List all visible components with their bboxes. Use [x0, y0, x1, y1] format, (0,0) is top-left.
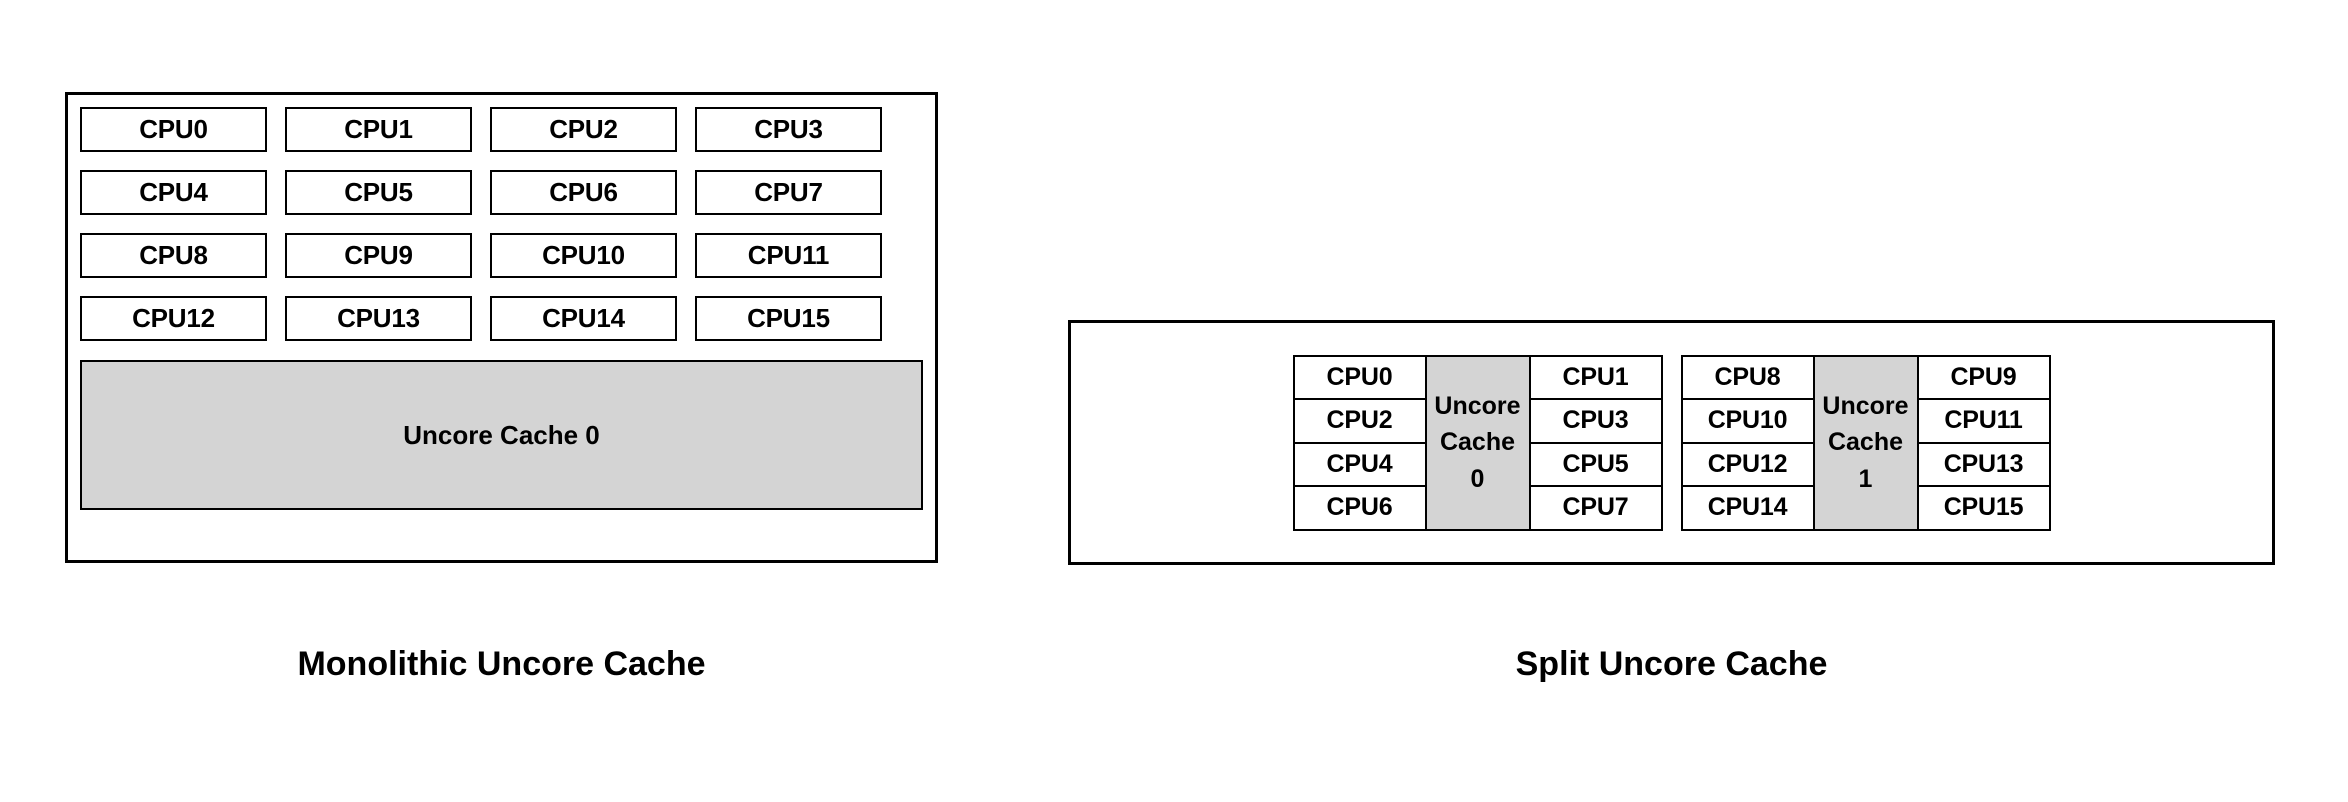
cpu-box[interactable]: CPU5 — [1528, 441, 1663, 487]
cpu-box[interactable]: CPU2 — [490, 107, 677, 152]
uncore-cache-label-line2: Cache — [1439, 428, 1516, 457]
split-figure-caption: Split Uncore Cache — [1515, 645, 1828, 683]
split-package-outline: CPU0 CPU2 CPU4 CPU6 Uncore Cache 0 CPU1 … — [1068, 320, 2275, 565]
monolithic-cpu-grid: CPU0 CPU1 CPU2 CPU3 CPU4 CPU5 CPU6 CPU7 … — [80, 107, 923, 341]
uncore-cache-label-line1: Uncore — [1434, 392, 1521, 421]
cpu-box[interactable]: CPU12 — [80, 296, 267, 341]
cpu-box[interactable]: CPU11 — [1916, 398, 2051, 444]
monolithic-figure-caption: Monolithic Uncore Cache — [297, 645, 706, 683]
split-cluster: CPU0 CPU2 CPU4 CPU6 Uncore Cache 0 CPU1 … — [1292, 354, 1663, 531]
cpu-box[interactable]: CPU13 — [1916, 441, 2051, 487]
cpu-column-right: CPU9 CPU11 CPU13 CPU15 — [1916, 354, 2051, 531]
cpu-box[interactable]: CPU10 — [1680, 398, 1815, 444]
cpu-column-right: CPU1 CPU3 CPU5 CPU7 — [1528, 354, 1663, 531]
cpu-box[interactable]: CPU7 — [1528, 485, 1663, 531]
cpu-box[interactable]: CPU4 — [1292, 441, 1427, 487]
cpu-box[interactable]: CPU1 — [285, 107, 472, 152]
monolithic-package-outline: CPU0 CPU1 CPU2 CPU3 CPU4 CPU5 CPU6 CPU7 … — [65, 92, 938, 563]
cpu-column-left: CPU0 CPU2 CPU4 CPU6 — [1292, 354, 1427, 531]
cpu-box[interactable]: CPU11 — [695, 233, 882, 278]
cpu-box[interactable]: CPU7 — [695, 170, 882, 215]
split-cluster: CPU8 CPU10 CPU12 CPU14 Uncore Cache 1 CP… — [1680, 354, 2051, 531]
cpu-box[interactable]: CPU5 — [285, 170, 472, 215]
uncore-cache-label-line3: 1 — [1858, 464, 1873, 493]
uncore-cache-block[interactable]: Uncore Cache 1 — [1812, 354, 1919, 531]
uncore-cache-label-line2: Cache — [1827, 428, 1904, 457]
cpu-box[interactable]: CPU4 — [80, 170, 267, 215]
cpu-box[interactable]: CPU10 — [490, 233, 677, 278]
cpu-box[interactable]: CPU15 — [695, 296, 882, 341]
cpu-box[interactable]: CPU13 — [285, 296, 472, 341]
uncore-cache-block[interactable]: Uncore Cache 0 — [1424, 354, 1531, 531]
cpu-box[interactable]: CPU2 — [1292, 398, 1427, 444]
cpu-box[interactable]: CPU14 — [490, 296, 677, 341]
uncore-cache-label-line1: Uncore — [1822, 392, 1909, 421]
cpu-box[interactable]: CPU15 — [1916, 485, 2051, 531]
uncore-cache-block[interactable]: Uncore Cache 0 — [80, 360, 923, 510]
cpu-box[interactable]: CPU6 — [490, 170, 677, 215]
split-uncore-cache-figure: CPU0 CPU2 CPU4 CPU6 Uncore Cache 0 CPU1 … — [1068, 320, 2275, 565]
cpu-box[interactable]: CPU14 — [1680, 485, 1815, 531]
cpu-box[interactable]: CPU3 — [1528, 398, 1663, 444]
cpu-box[interactable]: CPU12 — [1680, 441, 1815, 487]
cpu-box[interactable]: CPU8 — [80, 233, 267, 278]
cpu-column-left: CPU8 CPU10 CPU12 CPU14 — [1680, 354, 1815, 531]
uncore-cache-label-line3: 0 — [1470, 464, 1485, 493]
cpu-box[interactable]: CPU8 — [1680, 354, 1815, 400]
cpu-box[interactable]: CPU3 — [695, 107, 882, 152]
cpu-box[interactable]: CPU0 — [1292, 354, 1427, 400]
cpu-box[interactable]: CPU9 — [1916, 354, 2051, 400]
cpu-box[interactable]: CPU9 — [285, 233, 472, 278]
cpu-box[interactable]: CPU6 — [1292, 485, 1427, 531]
cpu-box[interactable]: CPU0 — [80, 107, 267, 152]
cpu-box[interactable]: CPU1 — [1528, 354, 1663, 400]
monolithic-uncore-cache-figure: CPU0 CPU1 CPU2 CPU3 CPU4 CPU5 CPU6 CPU7 … — [65, 92, 938, 563]
